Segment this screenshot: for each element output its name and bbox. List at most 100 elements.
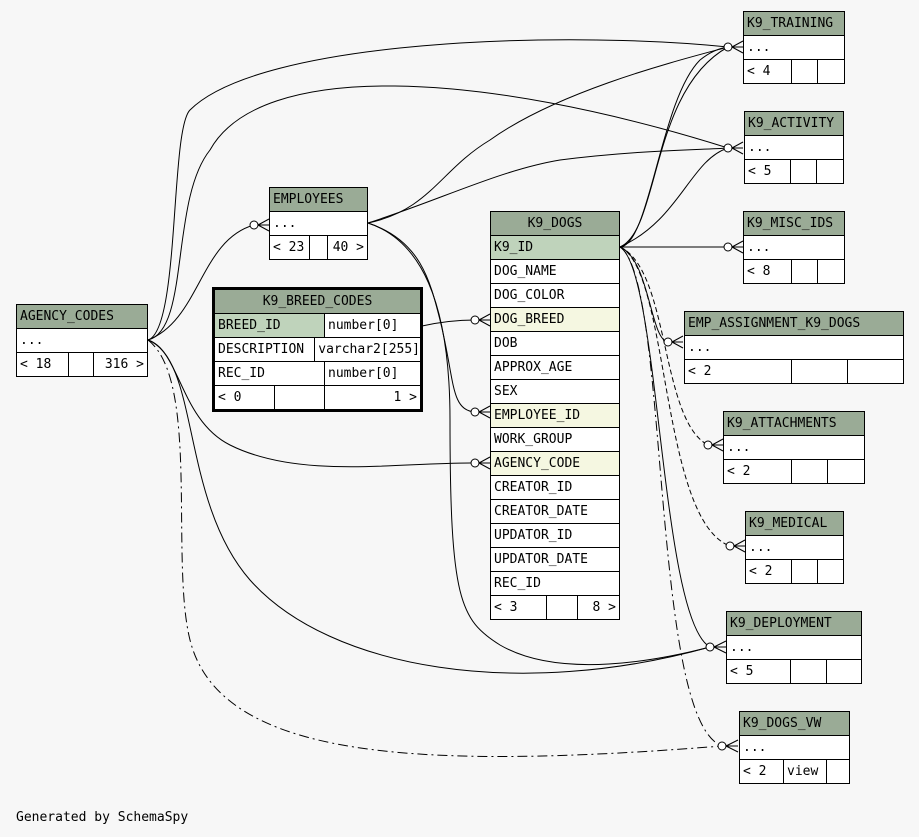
children-count[interactable]: < 18 xyxy=(17,353,69,376)
table-title[interactable]: K9_BREED_CODES xyxy=(215,290,420,314)
edge-employees-deployment xyxy=(367,222,711,666)
footer-cell xyxy=(792,560,818,583)
column-creator-date[interactable]: CREATOR_DATE xyxy=(491,500,619,524)
columns-ellipsis: ... xyxy=(745,136,843,160)
column-name[interactable]: REC_ID xyxy=(215,362,325,385)
children-count[interactable]: < 2 xyxy=(746,560,792,583)
columns-ellipsis: ... xyxy=(270,212,367,236)
table-k9-dogs[interactable]: K9_DOGS K9_ID DOG_NAME DOG_COLOR DOG_BRE… xyxy=(490,211,620,620)
footer-cell xyxy=(818,260,844,283)
table-employees[interactable]: EMPLOYEES ... < 23 40 > xyxy=(269,187,368,260)
children-count[interactable]: < 4 xyxy=(744,60,792,83)
parents-count xyxy=(275,386,325,409)
row-count[interactable]: 8 > xyxy=(592,600,616,615)
children-count[interactable]: < 23 xyxy=(270,236,310,259)
column-sex[interactable]: SEX xyxy=(491,380,619,404)
column-type: varchar2[255] xyxy=(318,342,420,357)
children-count[interactable]: < 3 xyxy=(491,596,547,619)
edge-dogs-activity xyxy=(619,147,729,248)
column-dog-color[interactable]: DOG_COLOR xyxy=(491,284,619,308)
row-count[interactable]: 1 > xyxy=(393,390,417,405)
column-creator-id[interactable]: CREATOR_ID xyxy=(491,476,619,500)
table-k9-activity[interactable]: K9_ACTIVITY ... < 5 xyxy=(744,111,844,184)
column-employee-id[interactable]: EMPLOYEE_ID xyxy=(491,404,619,428)
column-dob[interactable]: DOB xyxy=(491,332,619,356)
table-k9-deployment[interactable]: K9_DEPLOYMENT ... < 5 xyxy=(726,611,862,684)
edge-dogs-deployment xyxy=(619,246,711,648)
table-title[interactable]: EMP_ASSIGNMENT_K9_DOGS xyxy=(685,312,903,336)
footer-cell xyxy=(818,560,843,583)
children-count[interactable]: < 2 xyxy=(740,760,784,783)
parents-count xyxy=(69,353,94,376)
column-dog-name[interactable]: DOG_NAME xyxy=(491,260,619,284)
table-k9-attachments[interactable]: K9_ATTACHMENTS ... < 2 xyxy=(723,411,865,484)
table-k9-training[interactable]: K9_TRAINING ... < 4 xyxy=(743,11,845,84)
table-k9-misc-ids[interactable]: K9_MISC_IDS ... < 8 xyxy=(743,211,845,284)
table-title[interactable]: K9_DEPLOYMENT xyxy=(727,612,861,636)
column-updator-id[interactable]: UPDATOR_ID xyxy=(491,524,619,548)
table-footer: < 0 1 > xyxy=(215,386,420,409)
column-work-group[interactable]: WORK_GROUP xyxy=(491,428,619,452)
columns-ellipsis: ... xyxy=(17,329,147,353)
column-dog-breed[interactable]: DOG_BREED xyxy=(491,308,619,332)
row-count[interactable]: 40 > xyxy=(332,240,364,255)
footer-cell xyxy=(791,660,827,683)
table-title[interactable]: K9_DOGS_VW xyxy=(740,712,849,736)
children-count[interactable]: < 2 xyxy=(724,460,792,483)
column-type: number[0] xyxy=(328,366,399,381)
columns-ellipsis: ... xyxy=(744,236,844,260)
column-name[interactable]: DESCRIPTION xyxy=(215,338,316,361)
edge-dogs-training-2 xyxy=(619,46,729,248)
table-title[interactable]: K9_TRAINING xyxy=(744,12,844,36)
footer-cell xyxy=(818,60,844,83)
generated-by-label: Generated by SchemaSpy xyxy=(16,810,189,825)
footer-cell xyxy=(817,160,843,183)
edge-agency-dogsvw xyxy=(147,339,723,758)
footer-cell xyxy=(827,760,849,783)
table-title[interactable]: K9_MISC_IDS xyxy=(744,212,844,236)
table-title[interactable]: K9_ACTIVITY xyxy=(745,112,843,136)
children-count[interactable]: < 5 xyxy=(727,660,791,683)
table-title[interactable]: K9_ATTACHMENTS xyxy=(724,412,864,436)
table-footer: < 2 xyxy=(746,560,843,583)
footer-cell xyxy=(792,60,818,83)
column-rec-id[interactable]: REC_ID xyxy=(491,572,619,596)
column-type: number[0] xyxy=(328,318,399,333)
column-agency-code[interactable]: AGENCY_CODE xyxy=(491,452,619,476)
column-row: REC_ID number[0] xyxy=(215,362,420,386)
edge-dogs-training xyxy=(619,46,729,248)
column-k9-id[interactable]: K9_ID xyxy=(491,236,619,260)
edge-agency-activity xyxy=(147,85,729,341)
column-updator-date[interactable]: UPDATOR_DATE xyxy=(491,548,619,572)
table-k9-medical[interactable]: K9_MEDICAL ... < 2 xyxy=(745,511,844,584)
children-count[interactable]: < 0 xyxy=(215,386,275,409)
table-title[interactable]: AGENCY_CODES xyxy=(17,305,147,329)
edge-agency-employees xyxy=(147,224,255,341)
table-footer: < 2 xyxy=(685,360,903,383)
edge-breed-dogs xyxy=(421,319,476,327)
edge-agency-deployment xyxy=(147,339,711,674)
table-footer: < 8 xyxy=(744,260,844,283)
table-title[interactable]: K9_MEDICAL xyxy=(746,512,843,536)
table-title[interactable]: K9_DOGS xyxy=(491,212,619,236)
children-count[interactable]: < 2 xyxy=(685,360,792,383)
row-count[interactable]: 316 > xyxy=(104,357,144,372)
table-title[interactable]: EMPLOYEES xyxy=(270,188,367,212)
column-approx-age[interactable]: APPROX_AGE xyxy=(491,356,619,380)
column-row: DESCRIPTION varchar2[255] xyxy=(215,338,420,362)
table-agency-codes[interactable]: AGENCY_CODES ... < 18 316 > xyxy=(16,304,148,377)
children-count[interactable]: < 5 xyxy=(745,160,791,183)
crowsfeet-marks xyxy=(257,40,746,753)
footer-cell xyxy=(792,460,828,483)
table-k9-breed-codes[interactable]: K9_BREED_CODES BREED_ID number[0] DESCRI… xyxy=(212,287,423,412)
table-emp-assignment-k9-dogs[interactable]: EMP_ASSIGNMENT_K9_DOGS ... < 2 xyxy=(684,311,904,384)
children-count[interactable]: < 8 xyxy=(744,260,792,283)
table-footer: < 2 view xyxy=(740,760,849,783)
table-k9-dogs-vw[interactable]: K9_DOGS_VW ... < 2 view xyxy=(739,711,850,784)
table-footer: < 5 xyxy=(727,660,861,683)
column-name[interactable]: BREED_ID xyxy=(215,314,325,337)
columns-ellipsis: ... xyxy=(724,436,864,460)
footer-cell xyxy=(827,660,861,683)
columns-ellipsis: ... xyxy=(740,736,849,760)
